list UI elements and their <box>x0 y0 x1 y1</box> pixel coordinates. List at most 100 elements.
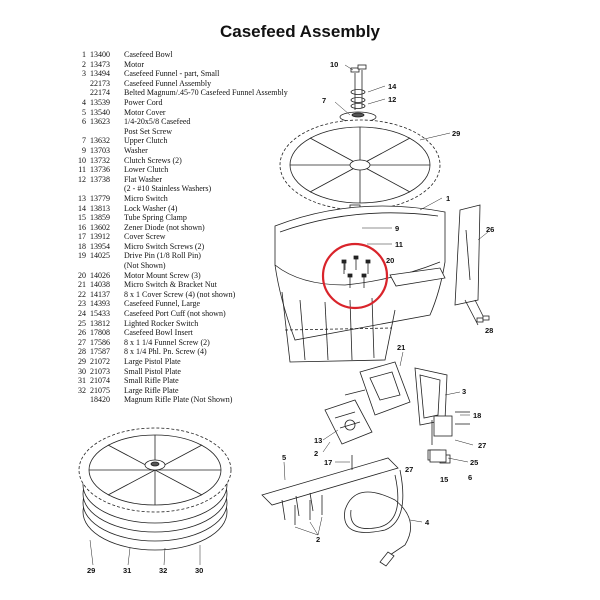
part-part: 13954 <box>90 241 110 251</box>
part-part: 13738 <box>90 174 110 184</box>
callout-29: 29 <box>87 566 95 575</box>
motor <box>324 399 373 445</box>
part-part: 13623 <box>90 117 110 127</box>
part-part: 13602 <box>90 222 110 232</box>
micro-switch <box>433 411 470 437</box>
micro-switch-bracket <box>344 361 411 416</box>
part-desc: (2 - #10 Stainless Washers) <box>124 184 212 194</box>
part-part: 21075 <box>90 385 110 395</box>
callout-18: 18 <box>473 411 481 420</box>
callout-17: 17 <box>324 458 332 467</box>
part-part: 13400 <box>90 50 110 59</box>
lock-washers <box>350 89 366 109</box>
part-part: 13473 <box>90 59 110 69</box>
part-item: 20 <box>78 270 86 280</box>
part-desc: (Not Shown) <box>124 261 166 271</box>
part-desc: Casefeed Funnel, Large <box>124 299 201 309</box>
part-part: 13632 <box>90 136 110 146</box>
power-cord <box>344 469 412 567</box>
callout-6: 6 <box>468 473 472 482</box>
part-item: 6 <box>82 117 86 127</box>
part-part: 13813 <box>90 203 110 213</box>
part-item: 29 <box>78 357 86 366</box>
part-desc: Lock Washer (4) <box>124 203 178 213</box>
callout-12: 12 <box>388 95 396 104</box>
part-desc: Upper Clutch <box>124 136 168 146</box>
callouts: 10 14 12 7 29 1 9 11 20 26 28 21 3 18 27… <box>87 60 494 575</box>
part-item: 12 <box>78 174 86 184</box>
part-item: 16 <box>78 222 86 232</box>
part-desc: Casefeed Funnel Assembly <box>124 78 212 88</box>
part-part: 18420 <box>90 395 110 405</box>
plate-stack <box>78 427 232 551</box>
part-item: 2 <box>82 59 86 69</box>
part-desc: Lighted Rocker Switch <box>124 318 199 328</box>
part-part: 13494 <box>90 69 110 79</box>
callout-4: 4 <box>425 518 430 527</box>
part-part: 13540 <box>90 107 110 117</box>
part-desc: Small Pistol Plate <box>124 366 181 376</box>
part-part: 14393 <box>90 299 110 309</box>
part-item: 26 <box>78 328 86 338</box>
part-desc: Casefeed Funnel - part, Small <box>124 69 220 79</box>
part-desc: 8 x 1 Cover Screw (4) (not shown) <box>124 289 236 299</box>
callout-7: 7 <box>322 96 326 105</box>
part-item: 11 <box>78 165 86 175</box>
callout-14: 14 <box>388 82 397 91</box>
part-desc: Tube Spring Clamp <box>124 213 187 223</box>
parts-list-row: 30 21073 Small Pistol Plate <box>60 367 320 377</box>
part-item: 23 <box>78 299 86 309</box>
motor-cover <box>261 457 399 521</box>
part-item: 22 <box>78 289 86 299</box>
part-desc: Casefeed Port Cuff (not shown) <box>124 309 226 319</box>
large-pistol-plate <box>279 119 441 214</box>
tube-clamp <box>429 449 447 463</box>
part-part: 17586 <box>90 337 110 347</box>
callout-25: 25 <box>470 458 478 467</box>
part-item: 28 <box>78 347 86 357</box>
page-title: Casefeed Assembly <box>219 22 380 41</box>
parts-list-row: 3 13494 Casefeed Funnel - part, Small <box>60 69 320 79</box>
part-item: 21 <box>78 280 86 290</box>
part-part: 13779 <box>90 193 110 203</box>
part-desc: Large Rifle Plate <box>124 385 179 395</box>
part-desc: Clutch Screws (2) <box>124 155 182 165</box>
part-part: 14038 <box>90 280 110 290</box>
parts-list-row: (2 - #10 Stainless Washers) <box>60 184 320 194</box>
part-desc: Micro Switch Screws (2) <box>124 241 205 251</box>
callout-3: 3 <box>462 387 466 396</box>
part-item: 27 <box>78 337 86 347</box>
part-item: 30 <box>78 366 86 376</box>
callout-21: 21 <box>397 343 405 352</box>
parts-list-row: 32 21075 Large Rifle Plate <box>60 386 320 396</box>
callout-10: 10 <box>330 60 338 69</box>
part-part: 21073 <box>90 366 110 376</box>
part-item: 32 <box>78 385 86 395</box>
part-item: 15 <box>78 213 86 223</box>
part-item: 5 <box>82 107 86 117</box>
callout-26: 26 <box>486 225 494 234</box>
callout-9: 9 <box>395 224 399 233</box>
upper-chute <box>389 267 446 287</box>
part-item: 24 <box>78 309 86 319</box>
parts-list-row: Post Set Screw <box>60 127 320 137</box>
bowl-insert <box>454 204 490 326</box>
highlight-circle <box>321 242 389 310</box>
callout-28: 28 <box>485 326 493 335</box>
part-item: 3 <box>82 69 86 79</box>
callout-11: 11 <box>395 240 403 249</box>
